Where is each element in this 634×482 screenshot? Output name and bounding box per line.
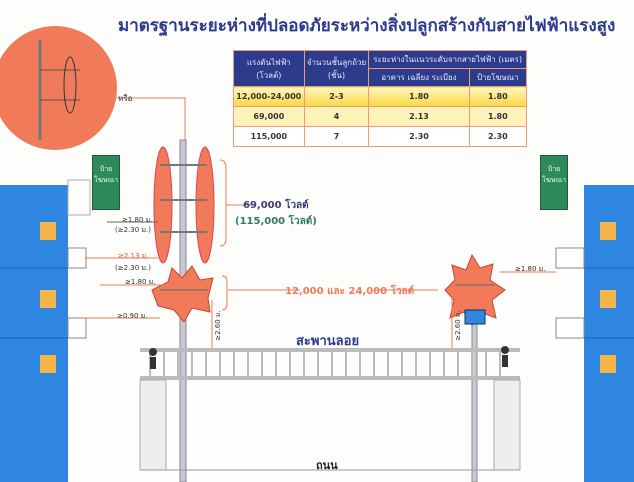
clearance-label: ≥1.80 ม. — [122, 216, 153, 224]
left-building — [0, 179, 91, 482]
header-distance: ระยะห่างในแนวระดับจากสายไฟฟ้า (เมตร) — [368, 50, 527, 69]
cell-building: 2.30 — [368, 126, 470, 147]
header-insulator: จำนวนชั้นลูกถ้วย(ชั้น) — [303, 50, 370, 87]
table-row: 12,000-24,000 2-3 1.80 1.80 — [233, 86, 528, 107]
cell-building: 1.80 — [368, 86, 470, 107]
cell-building: 2.13 — [368, 106, 470, 127]
page-title: มาตรฐานระยะห่างที่ปลอดภัยระหว่างสิ่งปลูก… — [118, 16, 616, 36]
voltage-115kv-label: (115,000 โวลต์) — [235, 216, 317, 227]
billboard-left: ป้าย โฆษณา — [92, 155, 120, 210]
insulator-detail-circle — [0, 26, 117, 150]
voltage-low-label: 12,000 และ 24,000 โวลต์ — [285, 286, 415, 297]
road-label: ถนน — [316, 459, 338, 472]
person-icon — [150, 357, 156, 369]
cell-voltage: 115,000 — [233, 126, 305, 147]
clearance-label: (≥2.30 ม.) — [115, 226, 151, 234]
clearance-label: ≥0.90 ม. — [117, 312, 148, 320]
pedestrian-bridge — [139, 348, 521, 471]
clearance-label: ≥1.80 ม. — [125, 278, 156, 286]
clearance-label: ≥2.60 ม. — [213, 310, 222, 341]
cell-layers: 2-3 — [303, 86, 370, 107]
dimension-lines — [85, 159, 556, 348]
person-icon — [502, 355, 508, 367]
table-row: 69,000 4 2.13 1.80 — [233, 106, 528, 127]
person-icon — [501, 346, 509, 354]
high-voltage-pole — [151, 139, 215, 482]
clearance-label: ≥2.60 ม. — [453, 310, 462, 341]
clearance-label: ≥2.13 ม. — [118, 252, 149, 260]
cell-voltage: 12,000-24,000 — [233, 86, 305, 107]
cell-sign: 2.30 — [468, 126, 528, 147]
person-icon — [149, 348, 157, 356]
cell-sign: 1.80 — [468, 106, 528, 127]
header-building: อาคาร เฉลียง ระเบียง — [368, 68, 470, 87]
cell-voltage: 69,000 — [233, 106, 305, 127]
table-row: 115,000 7 2.30 2.30 — [233, 126, 528, 147]
right-building — [555, 185, 634, 482]
cell-sign: 1.80 — [468, 86, 528, 107]
billboard-right: ป้าย โฆษณา — [540, 155, 568, 210]
header-voltage: แรงดันไฟฟ้า(โวลต์) — [233, 50, 305, 87]
clearance-table: แรงดันไฟฟ้า(โวลต์) จำนวนชั้นลูกถ้วย(ชั้น… — [233, 50, 528, 147]
or-label: หรือ — [118, 94, 133, 103]
cell-layers: 7 — [303, 126, 370, 147]
clearance-label: (≥2.30 ม.) — [115, 264, 151, 272]
cell-layers: 4 — [303, 106, 370, 127]
voltage-69kv-label: 69,000 โวลต์ — [243, 200, 309, 211]
header-sign: ป้ายโฆษณา — [468, 68, 528, 87]
bridge-label: สะพานลอย — [296, 334, 360, 349]
clearance-label: ≥1.80 ม. — [515, 265, 546, 273]
